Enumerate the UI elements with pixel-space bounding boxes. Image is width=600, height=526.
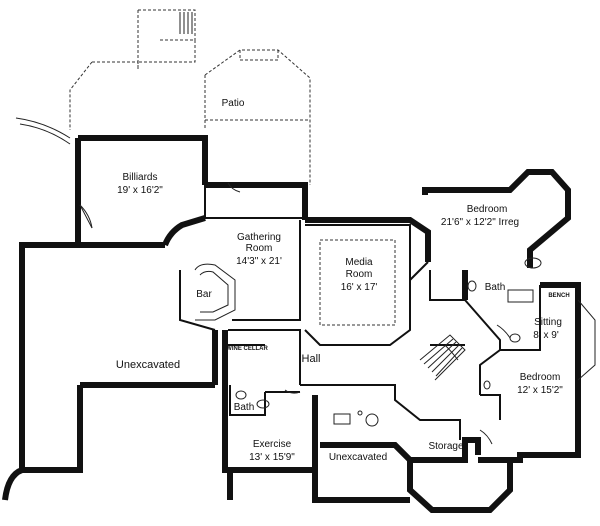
media-room-screen: [319, 239, 396, 326]
sitting-size: 8' x 9': [533, 330, 559, 341]
bedroom-2-name: Bedroom: [520, 372, 561, 383]
gathering-room-size: 14'3" x 21': [236, 256, 282, 267]
bench-wall: [540, 282, 570, 286]
bedroom-2-size: 12' x 15'2": [517, 385, 563, 396]
exterior-walls: [19, 135, 581, 513]
media-room-name-1: Media: [345, 257, 373, 268]
patio-outline: [69, 9, 311, 185]
storage-label: Storage: [428, 441, 463, 452]
media-room-size: 16' x 17': [341, 282, 378, 293]
exercise-size: 13' x 15'9": [249, 452, 295, 463]
bedroom-1-name: Bedroom: [467, 204, 508, 215]
interior-walls: [179, 185, 541, 440]
sitting-name: Sitting: [534, 317, 562, 328]
hall-label: Hall: [302, 353, 321, 365]
fixtures: [235, 257, 542, 427]
unexcavated-1-label: Unexcavated: [116, 359, 180, 371]
unexcavated-2-label: Unexcavated: [329, 452, 387, 463]
bedroom-1-size: 21'6" x 12'2" Irreg: [441, 217, 519, 228]
media-room-name-2: Room: [346, 269, 373, 280]
patio-label: Patio: [222, 98, 245, 109]
main-stairs: [419, 334, 466, 381]
bar-counter: [194, 263, 236, 321]
bath-2-label: Bath: [234, 402, 255, 413]
bath-1-label: Bath: [485, 282, 506, 293]
wine-cellar-wall: [222, 330, 228, 385]
billiards-name: Billiards: [122, 172, 157, 183]
gathering-room-name-2: Room: [246, 243, 273, 254]
doors: [79, 182, 511, 445]
bottom-left-curve: [2, 467, 24, 501]
gathering-room-name-1: Gathering: [237, 232, 281, 243]
bench-label: BENCH: [548, 293, 569, 299]
sitting-bay-window: [577, 299, 596, 381]
wine-cellar-label: WINE CELLAR: [226, 346, 268, 352]
billiards-size: 19' x 16'2": [117, 185, 163, 196]
patio-stairs: [179, 12, 193, 34]
bar-label: Bar: [196, 289, 212, 300]
driveway-curve: [15, 117, 71, 145]
exercise-name: Exercise: [253, 439, 292, 450]
